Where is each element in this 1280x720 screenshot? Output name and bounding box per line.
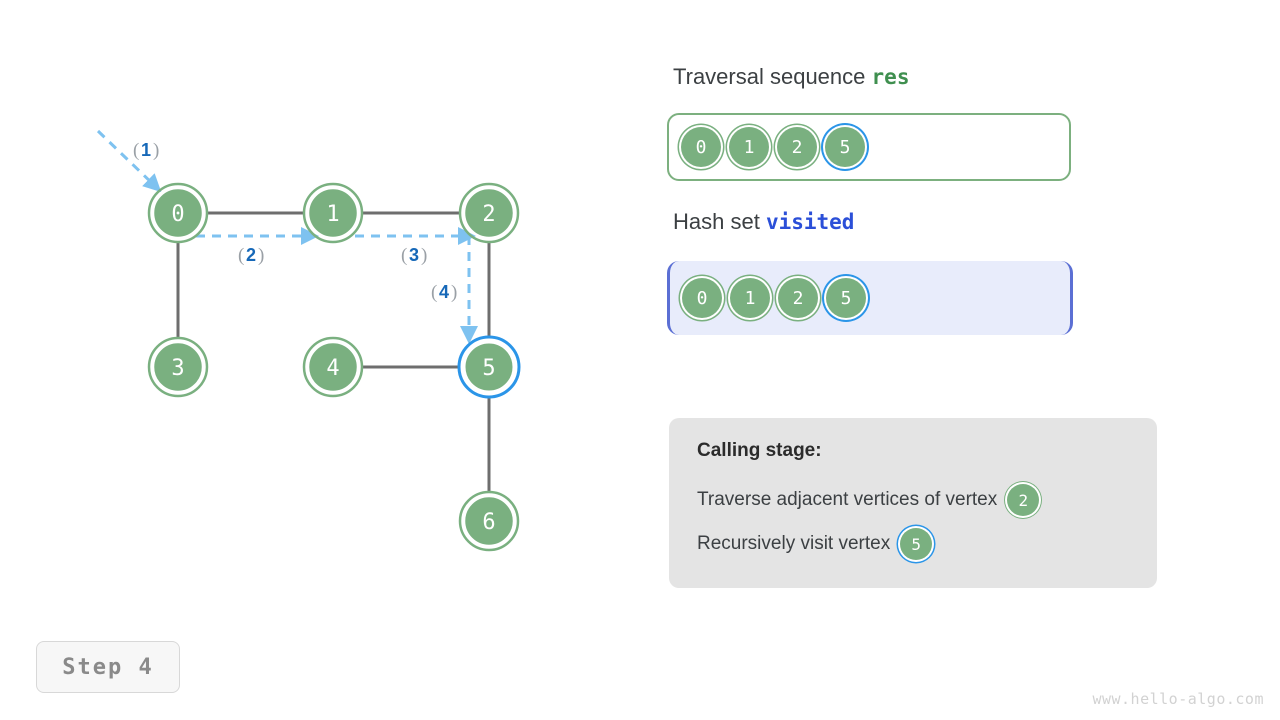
graph-node-6[interactable]: 6 <box>458 490 520 552</box>
calling-stage-line-2: Recursively visit vertex 5 <box>697 528 1129 560</box>
arrow-label-2-open: ( <box>238 245 244 266</box>
arrow-label-3-num: 3 <box>409 245 419 265</box>
arrow-label-4-close: ) <box>451 282 457 303</box>
traversal-arrow-labels: ( 1 ) ( 2 ) ( 3 ) ( 4 ) <box>133 140 457 303</box>
arrow-label-1-open: ( <box>133 140 139 161</box>
visited-item-highlighted[interactable]: 5 <box>826 278 866 318</box>
visited-set-box: 0 1 2 5 <box>667 261 1073 335</box>
res-section-title: Traversal sequence res <box>673 64 909 90</box>
res-title-code: res <box>871 65 910 89</box>
graph-node-0[interactable]: 0 <box>147 182 209 244</box>
visited-item[interactable]: 1 <box>730 278 770 318</box>
step-badge: Step 4 <box>36 641 180 693</box>
visited-section-title: Hash set visited <box>673 209 854 235</box>
graph-node-2-label: 2 <box>482 202 495 227</box>
arrow-label-1-num: 1 <box>141 140 151 160</box>
graph-node-1[interactable]: 1 <box>302 182 364 244</box>
graph-node-4-label: 4 <box>326 356 339 381</box>
graph-node-4[interactable]: 4 <box>302 336 364 398</box>
arrow-label-1-close: ) <box>153 140 159 161</box>
traversal-arrows <box>96 129 478 344</box>
graph-node-5[interactable]: 5 <box>457 335 521 399</box>
graph-node-0-label: 0 <box>171 202 184 227</box>
visited-item-list: 0 1 2 5 <box>682 261 866 335</box>
graph-panel: ( 1 ) ( 2 ) ( 3 ) ( 4 ) 0 1 <box>0 0 640 640</box>
watermark: www.hello-algo.com <box>1092 690 1264 708</box>
visited-title-prefix: Hash set <box>673 209 760 234</box>
graph-node-1-label: 1 <box>326 202 339 227</box>
calling-stage-line-1-vertex[interactable]: 2 <box>1007 484 1040 516</box>
graph-node-3-label: 3 <box>171 356 184 381</box>
res-item-highlighted[interactable]: 5 <box>825 127 865 167</box>
calling-stage-line-2-text: Recursively visit vertex <box>697 533 891 554</box>
visited-title-code: visited <box>765 210 855 234</box>
arrow-label-4-num: 4 <box>439 282 449 302</box>
res-item[interactable]: 0 <box>681 127 721 167</box>
res-title-prefix: Traversal sequence <box>673 64 866 89</box>
arrow-label-4-open: ( <box>431 282 437 303</box>
graph-canvas: ( 1 ) ( 2 ) ( 3 ) ( 4 ) 0 1 <box>96 129 521 552</box>
graph-node-2[interactable]: 2 <box>458 182 520 244</box>
graph-node-5-label: 5 <box>482 356 495 381</box>
res-item-list: 0 1 2 5 <box>681 115 865 179</box>
calling-stage-heading: Calling stage: <box>697 440 822 461</box>
calling-stage-card: Calling stage: Traverse adjacent vertice… <box>669 418 1157 588</box>
res-array-box: 0 1 2 5 <box>667 113 1071 181</box>
arrow-label-3-close: ) <box>421 245 427 266</box>
graph-node-6-label: 6 <box>482 510 495 535</box>
visited-item[interactable]: 2 <box>778 278 818 318</box>
res-item[interactable]: 2 <box>777 127 817 167</box>
calling-stage-line-1: Traverse adjacent vertices of vertex 2 <box>697 484 1129 516</box>
visited-item[interactable]: 0 <box>682 278 722 318</box>
traversal-arrow-1 <box>96 129 162 193</box>
graph-nodes: 0 1 2 3 4 <box>147 182 521 552</box>
right-panel: Traversal sequence res 0 1 2 5 Hash set … <box>667 0 1280 720</box>
graph-node-3[interactable]: 3 <box>147 336 209 398</box>
arrow-label-3-open: ( <box>401 245 407 266</box>
graph-edges <box>176 211 491 492</box>
calling-stage-line-1-text: Traverse adjacent vertices of vertex <box>697 489 998 510</box>
arrow-label-2-num: 2 <box>246 245 256 265</box>
arrow-label-2-close: ) <box>258 245 264 266</box>
res-item[interactable]: 1 <box>729 127 769 167</box>
calling-stage-line-2-vertex[interactable]: 5 <box>900 528 933 560</box>
